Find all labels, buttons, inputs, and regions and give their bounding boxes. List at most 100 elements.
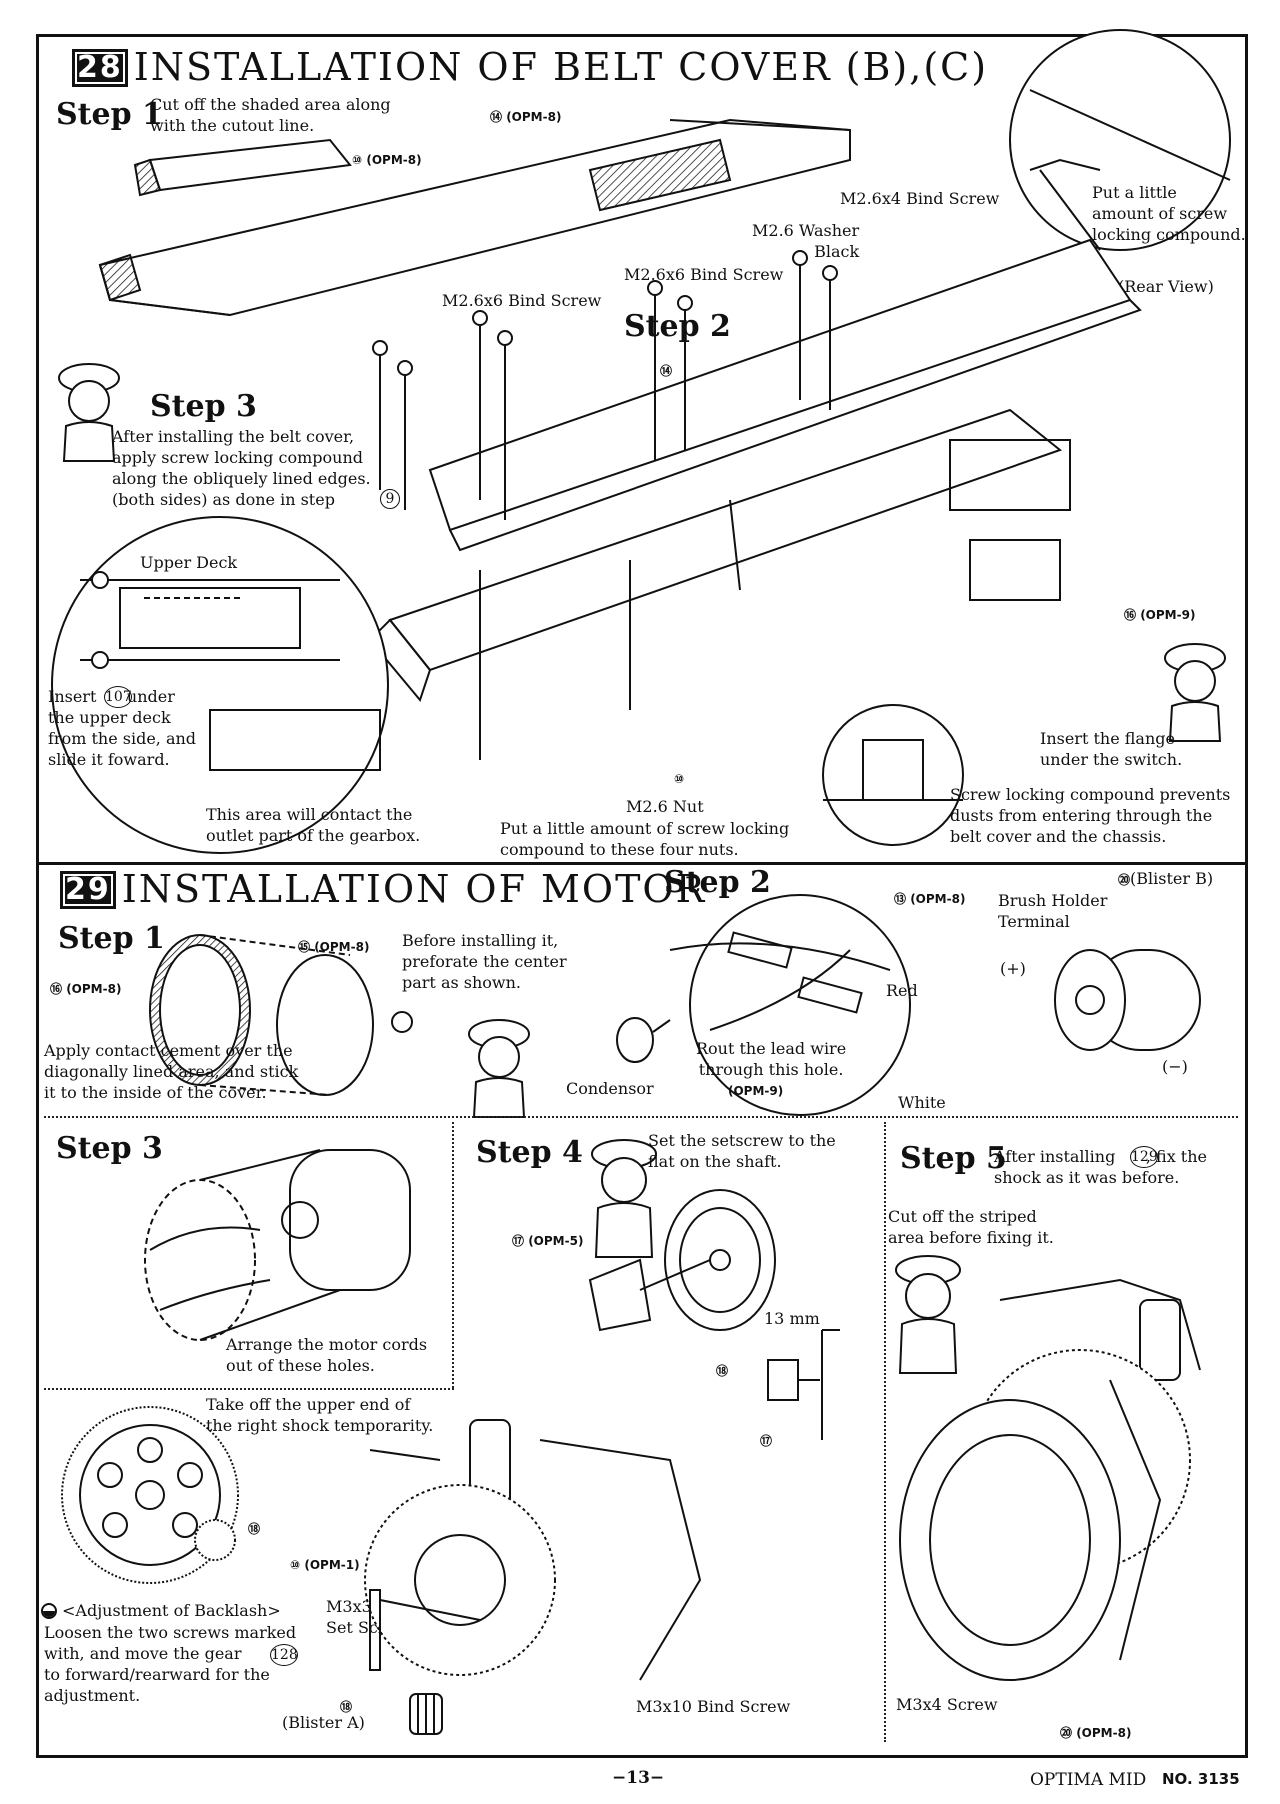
m26-washer-label: M2.6 Washer Black [752,221,860,261]
col-separator-1 [452,1122,454,1388]
page-number: −13− [612,1768,665,1788]
white-wire-label: White [898,1093,946,1112]
gear-cover-drawing [899,1278,1201,1681]
s29-step5-label: Step 5 [900,1141,1007,1176]
backlash-ref: 128 [270,1644,298,1666]
section-29-title-text: INSTALLATION OF MOTOR [121,867,707,911]
blister-a-label: (Blister A) [282,1713,365,1732]
blister-a-ref: ⑱ [340,1700,353,1714]
rear-view-circle [1009,29,1231,251]
backlash-title: <Adjustment of Backlash> [62,1601,281,1620]
section-28-title-text: INSTALLATION OF BELT COVER (B),(C) [133,45,989,89]
s28-ref-104-top-text: (OPM-8) [506,110,562,124]
backlash-marker-icon [41,1603,57,1619]
s28-ref-107: ⑩ (OPM-8) [352,153,422,167]
col-separator-2 [884,1122,886,1742]
page-frame [36,34,1248,1758]
s28-ref-106-text: (OPM-9) [1140,608,1196,622]
s28-ref-107-nut: ⑩ [674,772,685,786]
ref-opm1-text: (OPM-1) [304,1558,360,1572]
dim-13mm: 13 mm [764,1309,820,1328]
mascot-step1-icon [468,1019,530,1118]
s29-step1-label: Step 1 [58,921,165,956]
s29-ref-bottom: ⑳ (OPM-8) [1060,1726,1132,1740]
footer-model: OPTIMA MID [1030,1770,1147,1790]
s29-step5-ref: 129 [1130,1146,1158,1168]
s29-step2-label: Step 2 [664,865,771,900]
gear-backlash-drawing [61,1406,239,1584]
pinion-small-icon [409,1693,443,1735]
plus-terminal: (+) [1000,959,1026,978]
chassis-gear-drawing [364,1419,702,1681]
chassis-drawing [368,238,1142,760]
motor-step4-drawing [588,1189,776,1332]
row-separator [44,1116,1238,1118]
nut-text: Put a little amount of screw locking com… [500,819,790,859]
m3x4-label: M3x4 Screw [896,1695,998,1714]
step3-bottom-line [44,1388,454,1390]
s28-step2-label: Step 2 [624,309,731,344]
section-divider [36,862,1248,865]
s28-step3-text: After installing the belt cover, apply s… [112,427,371,509]
motor-step3-drawing [144,1149,411,1341]
s29-ref-113: ⑬ (OPM-8) [894,892,966,906]
rear-view-label: (Rear View) [1118,277,1214,296]
s29-ref-blister-b-text: (Blister B) [1130,869,1214,888]
minus-terminal: (−) [1162,1057,1188,1076]
red-wire-label: Red [886,981,918,1000]
belt-cover-drawing [98,118,851,317]
s28-ref-104-top: ⑭ (OPM-8) [490,110,562,124]
mascot-step4-icon [591,1139,657,1258]
s29-ref-127b: ⑰ [760,1434,773,1448]
ref-opm1: ⑩ (OPM-1) [290,1558,360,1572]
nut-label: M2.6 Nut [626,797,704,816]
s29-step5-text: After installing , fix the shock as it w… [994,1147,1207,1187]
s29-ref-bottom-text: (OPM-8) [1076,1726,1132,1740]
motor-cover-drawing [149,934,413,1096]
s29-step1-text-right: Before installing it, preforate the cent… [402,931,567,992]
rout-text: Rout the lead wire through this hole. [696,1039,847,1079]
backlash-text: Loosen the two screws marked with, and m… [44,1623,297,1705]
s29-ref-125: ⑮ (OPM-8) [298,940,370,954]
s29-ref-127: ⑰ (OPM-5) [512,1234,584,1248]
flange-text: Insert the flange under the switch. [1040,729,1183,769]
s28-ref-104-mid: ⑭ [660,364,673,378]
s29-ref-126: ⑯ (OPM-8) [50,982,122,996]
s28-step3-ref: 9 [380,489,400,509]
section-29-number: 29 [60,871,116,909]
brush-holder-label: Brush Holder Terminal [998,891,1108,931]
condensor-label: Condensor [566,1079,654,1098]
mascot-flange-icon [1164,643,1226,742]
s29-step4-text: Set the setscrew to the flat on the shaf… [648,1131,836,1171]
s28-step3-label: Step 3 [150,389,257,424]
upper-deck-label: Upper Deck [140,553,238,572]
s28-step1-text: Cut off the shaded area along with the c… [150,95,391,135]
s28-ref-106: ⑯ (OPM-9) [1124,608,1196,622]
s29-ref-126-text: (OPM-8) [66,982,122,996]
s29-step1-text-left: Apply contact cement over the diagonally… [44,1041,299,1102]
s29-ref-127-text: (OPM-5) [528,1234,584,1248]
upper-deck-circle [51,516,389,854]
pinion-gear-drawing [767,1329,840,1440]
mascot-step3-icon [58,363,120,462]
shock-text: Take off the upper end of the right shoc… [206,1395,434,1435]
s29-ref-125-text: (OPM-8) [314,940,370,954]
backlash-ref-128: ⑱ [248,1522,261,1536]
s29-ref-113-text: (OPM-8) [910,892,966,906]
wire-routing-circle [669,894,911,1116]
m3x10-label: M3x10 Bind Screw [636,1697,791,1716]
motor-step2-drawing [1054,949,1201,1051]
dust-circle [822,704,964,846]
s28-step1-label: Step 1 [56,97,163,132]
s28-ref-107-text: (OPM-8) [366,153,422,167]
s29-step3-text: Arrange the motor cords out of these hol… [226,1335,428,1375]
condensor-icon [616,1017,671,1063]
rout-ref: (OPM-9) [728,1084,784,1098]
s29-step3-label: Step 3 [56,1131,163,1166]
insert-107-text: Insert under the upper deck from the sid… [48,687,197,769]
rear-callout-text: Put a little amount of screw locking com… [1092,183,1246,244]
s29-step5-cut: Cut off the striped area before fixing i… [888,1207,1054,1247]
section-28-number: 28 [72,49,128,87]
